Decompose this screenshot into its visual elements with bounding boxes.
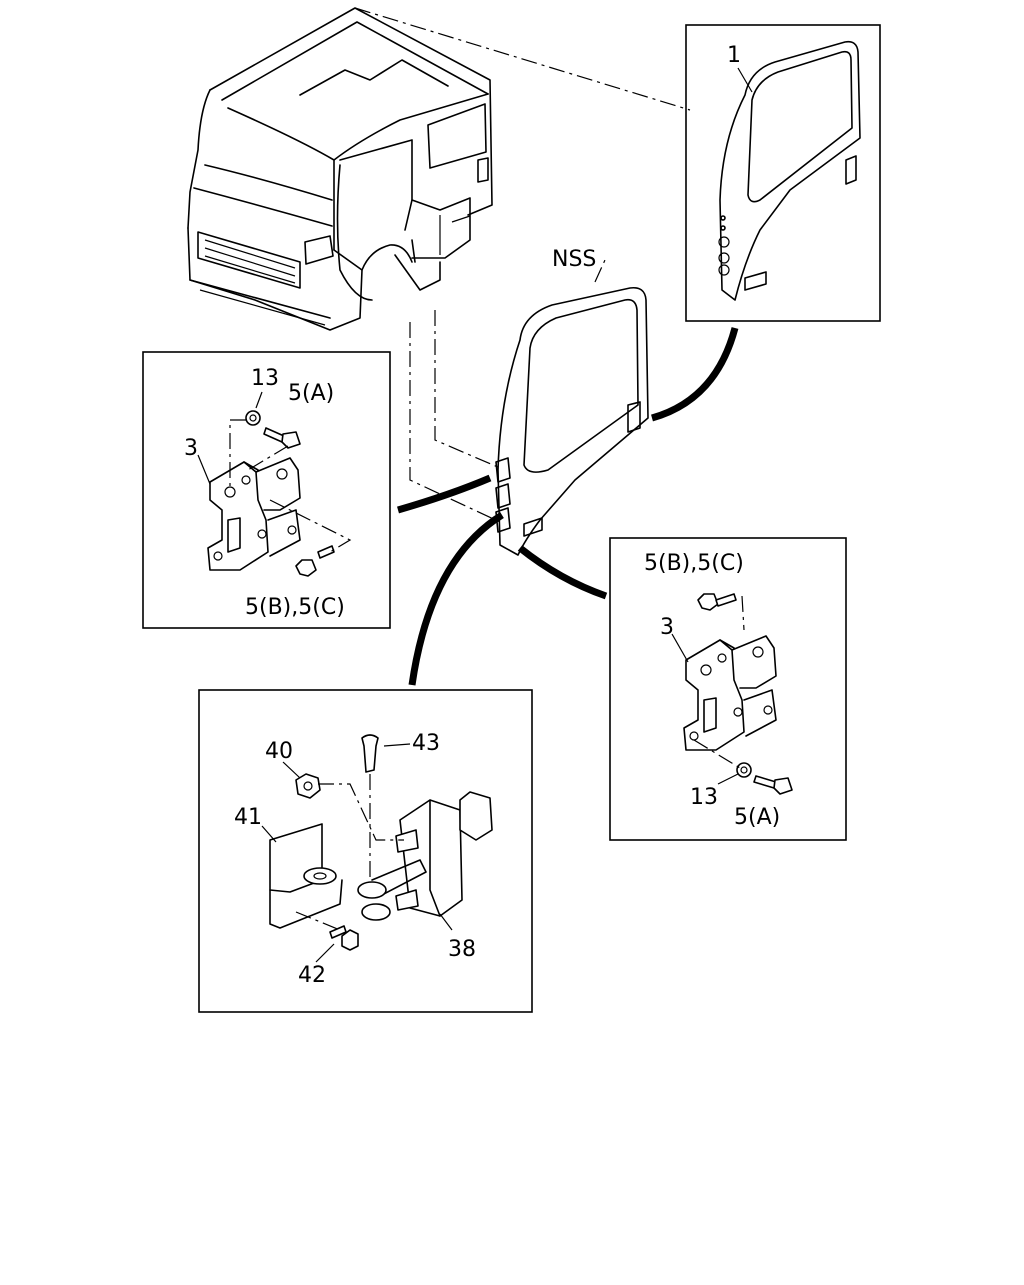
- right-hinge-box: [517, 537, 847, 841]
- label-right-hinge: 3: [660, 615, 674, 640]
- lead-line-upper: [434, 310, 501, 469]
- label-nss: NSS: [552, 247, 596, 272]
- leader-40: [282, 761, 301, 779]
- leader-38: [439, 913, 453, 931]
- door-box-connector: [651, 327, 739, 422]
- leader-13-right: [717, 773, 739, 785]
- item-1-leader: [737, 67, 753, 93]
- door-nss-illustration: [495, 286, 649, 556]
- leader-43: [383, 743, 411, 747]
- leader-42: [315, 943, 335, 963]
- upper-left-hinge-box: [142, 351, 492, 629]
- truck-cab-illustration: [187, 7, 493, 331]
- label-right-bolt-bc: 5(B),5(C): [644, 551, 744, 576]
- door-check-box: [198, 512, 533, 1013]
- lead-line-top: [354, 7, 691, 111]
- label-check-pin: 43: [412, 731, 440, 756]
- label-right-bolt-a: 5(A): [734, 805, 780, 830]
- label-check-bracket: 41: [234, 805, 262, 830]
- label-right-washer: 13: [690, 785, 718, 810]
- label-upper-left-bolt-a: 5(A): [288, 381, 334, 406]
- nss-leader: [594, 259, 606, 283]
- label-door-assembly: 1: [727, 43, 741, 68]
- leader-3-right: [671, 633, 689, 663]
- leader-13-left: [255, 391, 263, 409]
- label-check-link: 38: [448, 937, 476, 962]
- lead-line-lower: [409, 322, 501, 523]
- leader-3-left: [197, 454, 211, 485]
- label-upper-left-hinge: 3: [184, 436, 198, 461]
- label-check-bolt: 42: [298, 963, 326, 988]
- label-check-nut: 40: [265, 739, 293, 764]
- door-assembly-box: [685, 24, 881, 322]
- label-upper-left-bolt-bc: 5(B),5(C): [245, 595, 345, 620]
- label-upper-left-washer: 13: [251, 366, 279, 391]
- leader-41: [261, 825, 277, 843]
